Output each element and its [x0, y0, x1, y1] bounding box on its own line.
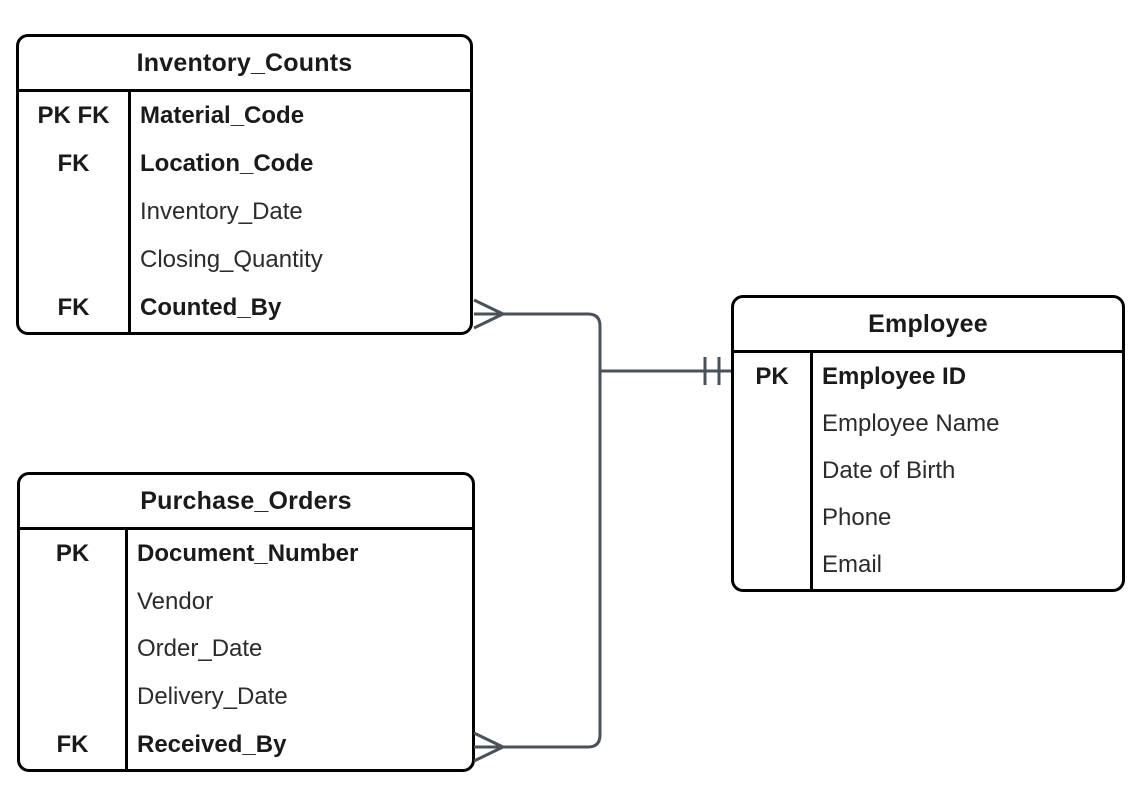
attribute-row: Delivery_Date: [20, 673, 472, 722]
key-label: FK: [20, 721, 128, 769]
entity-title: Inventory_Counts: [19, 37, 470, 92]
entity-title: Employee: [734, 298, 1122, 353]
attribute-row: PK Employee ID: [734, 353, 1122, 401]
attribute-name: Phone: [822, 504, 892, 532]
entity-attribute-list: PK FK Material_Code FK Location_Code Inv…: [19, 92, 470, 332]
attribute-name: Document_Number: [137, 539, 359, 567]
attribute-name: Vendor: [137, 587, 214, 615]
attribute-name: Material_Code: [140, 102, 305, 129]
key-label: [19, 236, 131, 284]
key-label: [734, 494, 813, 542]
key-label: [734, 447, 813, 495]
attribute-name: Closing_Quantity: [140, 246, 323, 273]
attribute-row: Vendor: [20, 577, 472, 626]
attribute-row: Employee Name: [734, 400, 1122, 448]
entity-title: Purchase_Orders: [20, 475, 472, 530]
key-label: [734, 541, 813, 589]
key-label: PK: [20, 530, 128, 578]
attribute-name: Received_By: [137, 731, 287, 759]
attribute-row: Date of Birth: [734, 447, 1122, 495]
attribute-row: FK Received_By: [20, 721, 472, 769]
attribute-row: PK Document_Number: [20, 530, 472, 578]
attribute-name: Order_Date: [137, 635, 263, 663]
one-and-only-one-tick-icon: [703, 357, 721, 385]
crow-foot-many-icon: [473, 731, 504, 763]
attribute-row: Email: [734, 541, 1122, 589]
key-label: [19, 188, 131, 236]
attribute-row: Phone: [734, 494, 1122, 542]
key-label: [20, 625, 128, 674]
key-label: [20, 673, 128, 722]
key-label: FK: [19, 140, 131, 188]
entity-attribute-list: PK Employee ID Employee Name Date of Bir…: [734, 353, 1122, 589]
attribute-name: Employee ID: [822, 362, 967, 390]
attribute-name: Location_Code: [140, 150, 314, 177]
key-label: PK: [734, 353, 813, 401]
entity-employee: Employee PK Employee ID Employee Name Da…: [731, 295, 1125, 592]
attribute-name: Email: [822, 551, 883, 579]
attribute-row: Inventory_Date: [19, 188, 470, 236]
attribute-name: Employee Name: [822, 409, 1000, 437]
key-label: PK FK: [19, 92, 131, 140]
attribute-row: FK Counted_By: [19, 284, 470, 332]
crow-foot-many-icon: [473, 298, 504, 330]
entity-attribute-list: PK Document_Number Vendor Order_Date Del…: [20, 530, 472, 769]
attribute-row: PK FK Material_Code: [19, 92, 470, 140]
key-label: [20, 577, 128, 626]
attribute-row: FK Location_Code: [19, 140, 470, 188]
key-label: [734, 400, 813, 448]
attribute-row: Order_Date: [20, 625, 472, 674]
attribute-name: Delivery_Date: [137, 683, 288, 711]
relationship-line-trunk: [474, 312, 602, 749]
attribute-name: Counted_By: [140, 294, 282, 321]
entity-purchase-orders: Purchase_Orders PK Document_Number Vendo…: [17, 472, 475, 772]
attribute-name: Date of Birth: [822, 457, 956, 484]
entity-inventory-counts: Inventory_Counts PK FK Material_Code FK …: [16, 34, 473, 335]
attribute-row: Closing_Quantity: [19, 236, 470, 284]
attribute-name: Inventory_Date: [140, 198, 303, 225]
key-label: FK: [19, 284, 131, 332]
